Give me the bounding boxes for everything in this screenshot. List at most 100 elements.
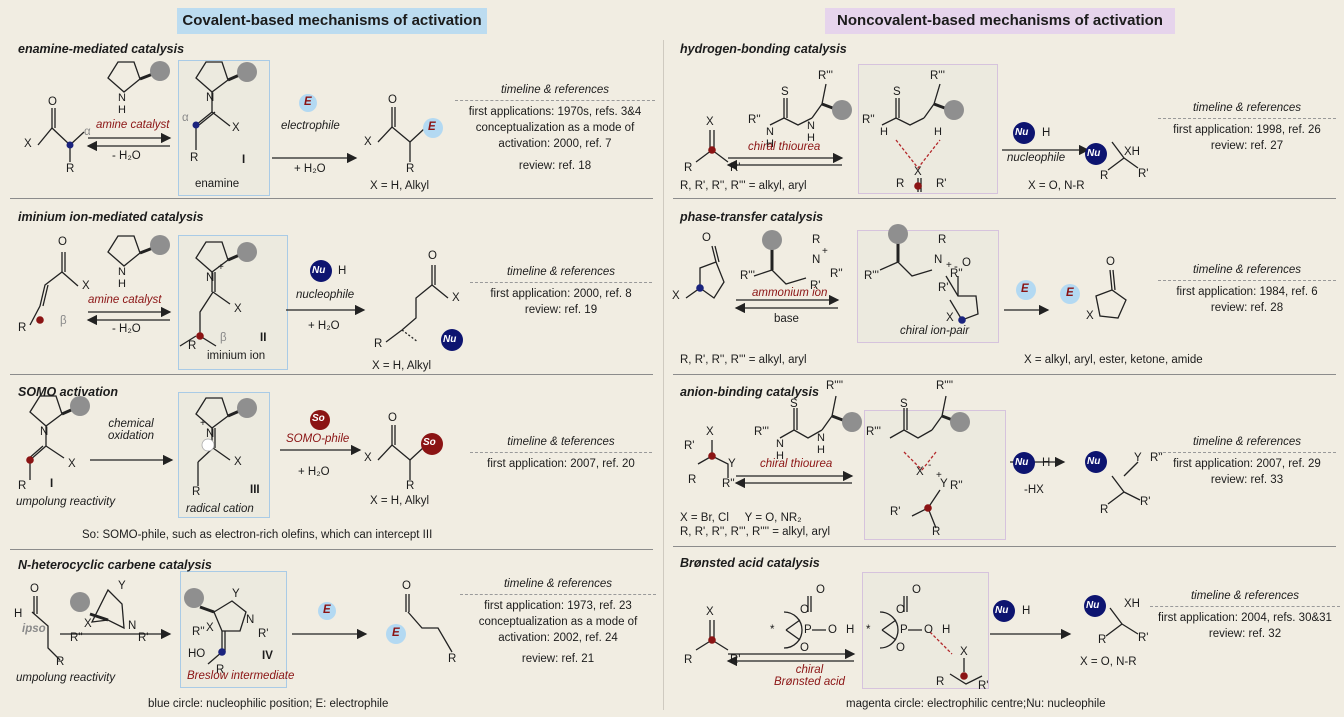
brc-star: * (866, 624, 871, 636)
brc-o1: O (896, 604, 905, 616)
ptc-plus: + (822, 246, 828, 257)
nu-badge: Nu (312, 265, 326, 276)
iminium-ii-beta: β (220, 332, 227, 344)
enamine-water: - H₂O (112, 150, 141, 162)
so-badge: So (312, 413, 325, 424)
hb-s: S (781, 86, 789, 98)
brc-x: X (960, 646, 968, 658)
hb-nucleophile: nucleophile (1007, 152, 1066, 164)
iminium-x-def: X = H, Alkyl (372, 360, 432, 372)
enamine-title: enamine-mediated catalysis (18, 42, 185, 56)
somo-prod-r: R (406, 480, 415, 492)
somo-iii-n: N (206, 428, 215, 440)
abc-r2: R'' (950, 480, 963, 492)
hb-r-def: R, R', R'', R''' = alkyl, aryl (680, 180, 807, 192)
ab-r: R (688, 474, 697, 486)
iminium-prod-nu: Nu (443, 334, 457, 345)
somo-title: SOMO activation (18, 385, 119, 399)
iminium-r: R (18, 322, 27, 334)
iminium-title: iminium ion-mediated catalysis (18, 210, 204, 224)
iminium-x: X (82, 280, 90, 292)
ptc-x: X (672, 290, 680, 302)
ptc-r1: R' (810, 280, 821, 292)
abc-r1: R' (890, 506, 901, 518)
bronsted-timeline: timeline & references first application:… (1150, 588, 1340, 642)
br-o1: O (800, 604, 809, 616)
ab-minus-hx: -HX (1024, 484, 1044, 496)
column-divider (663, 40, 664, 710)
ptc-x-def: X = alkyl, aryl, ester, ketone, amide (1024, 354, 1203, 366)
iminium-ii-r: R (188, 340, 197, 352)
hb-r3: R''' (818, 70, 833, 82)
br-x-def: X = O, N-R (1080, 656, 1137, 668)
ptc-prod-x: X (1086, 310, 1094, 322)
ab-s: S (790, 398, 798, 410)
nhc-cat-r2: R'' (70, 632, 83, 644)
nhc-iv-n: N (246, 614, 255, 626)
abc-r4: R'''' (936, 380, 954, 392)
br-r1: R' (730, 654, 741, 666)
ab-def-2: R, R', R'', R''', R'''' = alkyl, aryl (680, 526, 831, 538)
iminium-n: N (206, 272, 215, 284)
atom-o: O (48, 96, 57, 108)
ab-prod-r2: R'' (1150, 452, 1163, 464)
br-prod-nu: Nu (1086, 600, 1100, 611)
somo-x: X (68, 458, 76, 470)
iminium-o: O (58, 236, 67, 248)
iminium-water: - H₂O (112, 323, 141, 335)
separator-right-1 (673, 198, 1336, 199)
br-prod-xh: XH (1124, 598, 1140, 610)
nhc-r: R (56, 656, 65, 668)
nhc-iv-ho: HO (188, 648, 206, 660)
somo-label-i: I (50, 478, 54, 490)
nhc-prod-r: R (448, 653, 457, 665)
hb-prod-r: R (1100, 170, 1109, 182)
iminium-plus: + (218, 262, 224, 273)
nhc-title: N-heterocyclic carbene catalysis (18, 558, 212, 572)
ab-r4: R'''' (826, 380, 844, 392)
hbc-nh2: H (934, 126, 942, 138)
brc-o2: O (912, 584, 921, 596)
ab-prod-y: Y (1134, 452, 1142, 464)
somo-prod-x: X (364, 452, 372, 464)
hb-catalyst: chiral thiourea (748, 141, 821, 153)
brc-p: P (900, 624, 908, 636)
ptcc-plus: + (946, 260, 952, 271)
bronsted-caption: magenta circle: electrophilic centre;Nu:… (846, 698, 1106, 710)
nhc-iv-x: X (206, 622, 214, 634)
abc-y: Y (940, 478, 948, 490)
hb-prod-xh: XH (1124, 146, 1140, 158)
nhc-caption: blue circle: nucleophilic position; E: e… (148, 698, 389, 710)
ptc-base: base (774, 313, 799, 325)
nhc-iv-r: R (216, 664, 225, 676)
abc-s: S (900, 398, 908, 410)
hb-prod-r1: R' (1138, 168, 1149, 180)
nhc-iv-y: Y (232, 588, 240, 600)
enamine-n: N (206, 92, 215, 104)
ab-nu-badge: Nu (1015, 457, 1029, 468)
nhc-umpolung: umpolung reactivity (16, 672, 116, 684)
br-o4: O (828, 624, 837, 636)
nhc-iv-r2: R'' (192, 626, 205, 638)
br-p: P (804, 624, 812, 636)
hbc-r: R (896, 178, 905, 190)
somo-prod-so: So (423, 437, 436, 448)
ab-prod-nu: Nu (1087, 456, 1101, 467)
iminium-nucleophile: nucleophile (296, 289, 355, 301)
abc-r3: R''' (866, 426, 881, 438)
enamine-prod-x: X (364, 136, 372, 148)
ptcc-r: R (938, 234, 947, 246)
ion-pair-box (857, 230, 999, 343)
hbc-r1: R' (936, 178, 947, 190)
enamine-r: R (190, 152, 199, 164)
nhc-e-badge: E (323, 604, 331, 616)
iminium-prod-r: R (374, 338, 383, 350)
separator-left-2 (10, 374, 653, 375)
ptcc-r2: R'' (950, 268, 963, 280)
hbc-x: X (914, 166, 922, 178)
nhc-ipso: ipso (22, 623, 46, 635)
br-o3: O (800, 642, 809, 654)
